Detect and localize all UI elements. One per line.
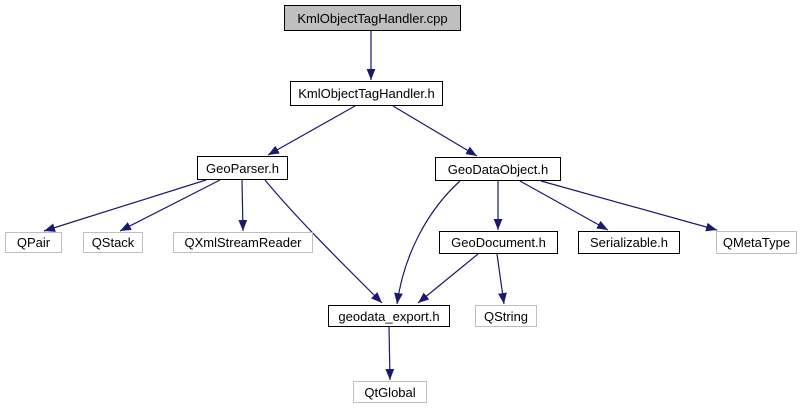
edge-kmlobjecttaghandler-h-to-geodataobject-h: [392, 105, 478, 157]
node-qtglobal: QtGlobal: [353, 381, 427, 403]
edge-geodataobject-h-to-serializable-h: [519, 180, 609, 231]
node-geoparser-h[interactable]: GeoParser.h: [197, 156, 288, 180]
node-kmlobjecttaghandler-cpp: KmlObjectTagHandler.cpp: [284, 5, 461, 31]
node-kmlobjecttaghandler-h[interactable]: KmlObjectTagHandler.h: [290, 81, 443, 106]
node-geodocument-h[interactable]: GeoDocument.h: [439, 231, 558, 254]
edge-geoparser-h-to-qstack: [119, 179, 221, 232]
edge-geoparser-h-to-qpair: [43, 179, 207, 232]
node-qstack: QStack: [83, 232, 143, 253]
node-geodataobject-h[interactable]: GeoDataObject.h: [435, 157, 561, 181]
node-geodata-export-h[interactable]: geodata_export.h: [328, 305, 450, 327]
node-qpair: QPair: [5, 232, 62, 253]
edge-geodataobject-h-to-geodata-export-h: [394, 180, 461, 305]
edge-geodocument-h-to-qstring: [496, 253, 507, 305]
edge-geoparser-h-to-geodata-export-h: [264, 179, 383, 304]
edge-geodata-export-h-to-qtglobal: [385, 326, 395, 381]
node-qxmlstreamreader: QXmlStreamReader: [173, 232, 313, 253]
edge-geodataobject-h-to-qmetatype: [540, 180, 718, 232]
node-serializable-h[interactable]: Serializable.h: [578, 231, 680, 254]
edge-geodocument-h-to-geodata-export-h: [417, 253, 479, 304]
node-qstring: QString: [475, 305, 537, 327]
edge-kmlobjecttaghandler-h-to-geoparser-h: [267, 105, 356, 156]
edge-geoparser-h-to-qxmlstreamreader: [238, 179, 248, 232]
node-qmetatype: QMetaType: [716, 231, 797, 254]
